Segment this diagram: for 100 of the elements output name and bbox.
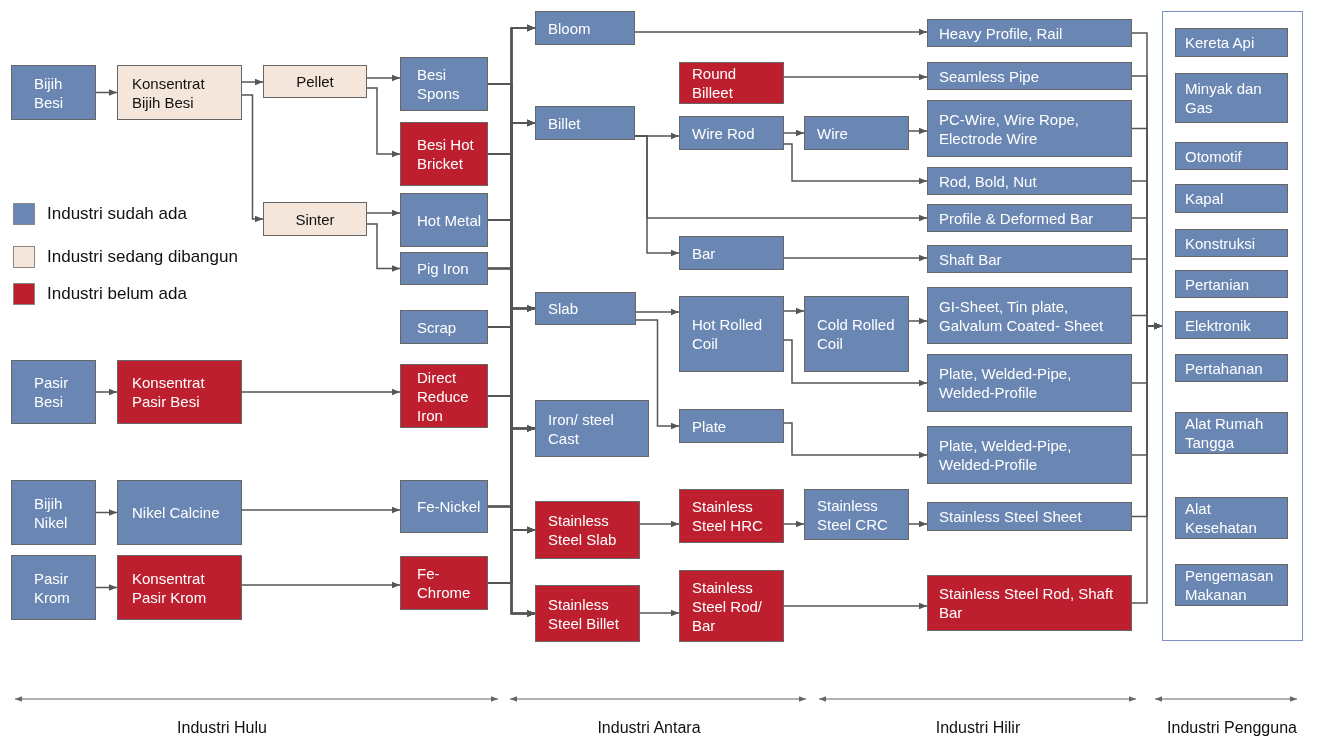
stage-label: Industri Hilir: [935, 718, 1021, 738]
process-box: [400, 252, 488, 285]
legend-label: Industri sedang dibangun: [47, 246, 238, 268]
process-box: [679, 409, 784, 443]
connector-arrow: [908, 520, 928, 528]
process-box: [1175, 270, 1288, 298]
process-box: [679, 489, 784, 543]
connector-arrow: [783, 520, 805, 528]
group-frame: [1162, 11, 1303, 641]
node-label: Stainless Steel HRC: [692, 497, 764, 535]
process-box: [1175, 497, 1288, 539]
process-box: [400, 57, 488, 111]
connector-arrow: [241, 94, 264, 223]
node-label: Kereta Api: [1185, 33, 1256, 52]
node-label: Hot Metal: [417, 210, 483, 230]
process-box: [927, 245, 1132, 273]
connector-arrow: [95, 89, 118, 96]
node-label: Slab: [548, 299, 580, 318]
process-box: [927, 575, 1132, 631]
node-label: Besi Hot Bricket: [417, 135, 475, 173]
connector-arrow: [366, 209, 401, 217]
node-label: Otomotif: [1185, 146, 1243, 166]
process-box: [11, 360, 96, 424]
node-label: Bijih Nikel: [34, 493, 69, 532]
connector-arrow: [783, 422, 928, 459]
node-label: Iron/ steel Cast: [548, 409, 615, 448]
node-label: Billet: [548, 113, 582, 133]
node-label: Konsentrat Pasir Krom: [132, 568, 208, 607]
node-label: Direct Reduce Iron: [417, 367, 470, 425]
process-box: [927, 502, 1132, 531]
connector-arrow: [366, 223, 401, 272]
node-label: Pasir Besi: [34, 373, 70, 411]
node-label: Hot Rolled Coil: [692, 315, 764, 353]
node-label: Kapal: [1185, 189, 1225, 208]
connector-arrow: [783, 602, 928, 610]
connector-arrow: [95, 388, 118, 396]
node-label: Alat Kesehatan: [1185, 499, 1258, 537]
process-box: [1175, 354, 1288, 382]
process-box: [117, 480, 242, 545]
node-label: Pertahanan: [1185, 358, 1264, 378]
process-box: [535, 106, 635, 140]
node-label: Round Billeet: [692, 64, 738, 102]
process-box: [1175, 142, 1288, 170]
node-label: Stainless Steel CRC: [817, 495, 889, 534]
node-label: Pellet: [296, 72, 334, 91]
node-label: Alat Rumah Tangga: [1185, 414, 1265, 452]
process-box: [679, 570, 784, 642]
process-box: [400, 310, 488, 344]
node-label: Plate, Welded-Pipe, Welded-Profile: [939, 364, 1073, 402]
process-box: [263, 65, 367, 98]
process-box: [927, 287, 1132, 344]
stage-label: Industri Antara: [597, 718, 701, 738]
node-label: Seamless Pipe: [939, 66, 1041, 86]
process-box: [927, 426, 1132, 484]
process-box: [117, 555, 242, 620]
connector-arrow: [639, 520, 680, 528]
connector-arrow: [366, 87, 401, 158]
connector-arrow: [634, 28, 928, 36]
node-label: Wire Rod: [692, 123, 756, 143]
process-box: [1175, 229, 1288, 257]
node-label: Stainless Steel Rod, Shaft Bar: [939, 584, 1115, 622]
connector-arrow: [241, 581, 401, 589]
process-box: [804, 116, 909, 150]
connector-arrow: [95, 584, 118, 591]
process-box: [400, 193, 488, 247]
node-label: Fe-Nickel: [417, 497, 482, 516]
process-box: [1175, 564, 1288, 606]
process-box: [535, 11, 635, 45]
process-box: [804, 296, 909, 372]
process-box: [679, 116, 784, 150]
node-label: Scrap: [417, 317, 458, 337]
connector-arrow: [487, 582, 536, 617]
connector-arrow: [783, 129, 805, 137]
node-label: Cold Rolled Coil: [817, 315, 896, 353]
connector-arrow: [908, 317, 928, 325]
process-box: [535, 292, 636, 325]
process-box: [535, 400, 649, 457]
node-label: GI-Sheet, Tin plate, Galvalum Coated- Sheet: [939, 296, 1105, 335]
process-box: [1175, 184, 1288, 213]
process-box: [927, 354, 1132, 412]
connector-arrow: [95, 509, 118, 516]
process-box: [11, 555, 96, 620]
process-box: [679, 296, 784, 372]
stage-label: Industri Pengguna: [1167, 718, 1297, 738]
connector-arrow: [783, 73, 928, 81]
node-label: Stainless Steel Rod/ Bar: [692, 577, 764, 635]
connector-arrow: [635, 308, 680, 316]
process-box: [804, 489, 909, 540]
node-label: Profile & Deformed Bar: [939, 208, 1095, 228]
process-box: [400, 364, 488, 428]
node-label: Konsentrat Bijih Besi: [132, 73, 206, 112]
process-box: [535, 585, 640, 642]
node-label: Elektronik: [1185, 315, 1252, 335]
node-label: Nikel Calcine: [132, 503, 221, 522]
node-label: Konsentrat Pasir Besi: [132, 373, 206, 411]
node-label: Besi Spons: [417, 65, 461, 103]
process-box: [1175, 28, 1288, 57]
node-label: Fe-Chrome: [417, 564, 472, 602]
process-box: [263, 202, 367, 236]
node-label: Pasir Krom: [34, 568, 71, 607]
